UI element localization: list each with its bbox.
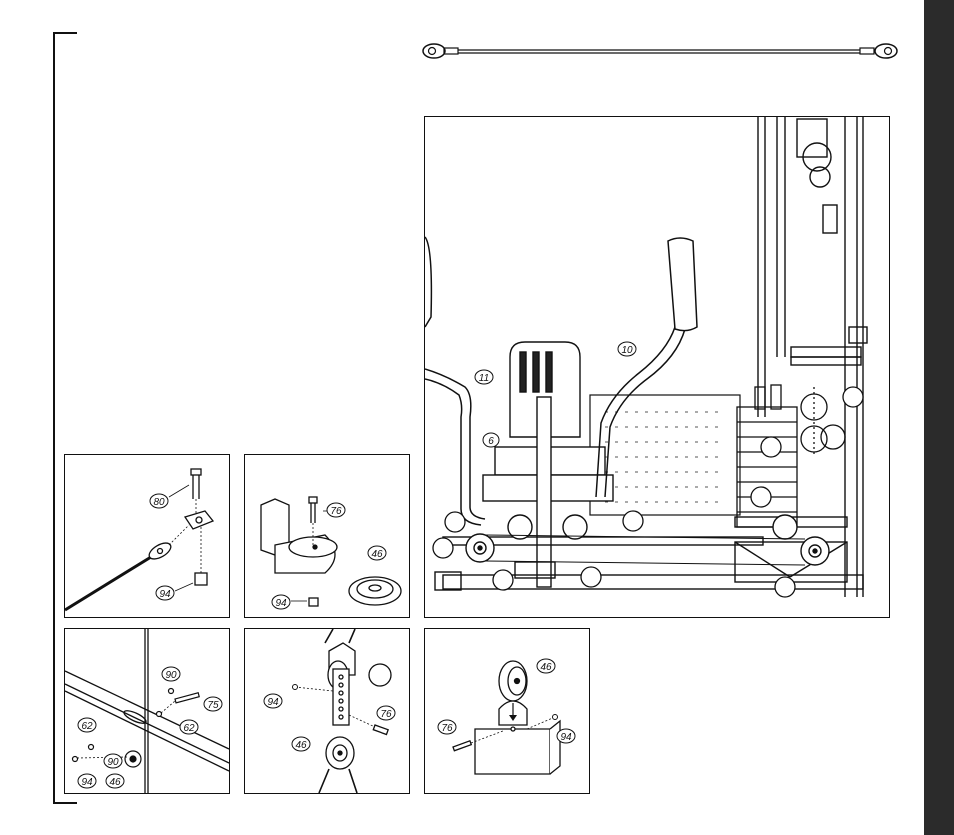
cable-illustration bbox=[422, 43, 898, 59]
callout-94: 94 bbox=[155, 585, 175, 601]
callout-94: 94 bbox=[263, 693, 283, 709]
detail-panel-3: 90 75 62 62 90 94 46 bbox=[64, 628, 230, 794]
svg-text:46: 46 bbox=[540, 662, 552, 673]
detail-panel-1: 80 94 bbox=[64, 454, 230, 618]
svg-text:62: 62 bbox=[183, 723, 195, 734]
callout-80: 80 bbox=[149, 493, 169, 509]
callout-94: 94 bbox=[556, 728, 576, 744]
svg-text:10: 10 bbox=[621, 345, 633, 356]
svg-text:6: 6 bbox=[488, 436, 494, 447]
svg-text:94: 94 bbox=[81, 777, 93, 788]
cable-eyelet-right bbox=[859, 43, 898, 59]
callout-11: 11 bbox=[474, 369, 494, 385]
svg-text:62: 62 bbox=[81, 721, 93, 732]
callout-94: 94 bbox=[77, 773, 97, 789]
main-machine-diagram: 10 11 6 bbox=[424, 116, 890, 618]
callout-46: 46 bbox=[536, 658, 556, 674]
svg-text:46: 46 bbox=[295, 740, 307, 751]
svg-text:46: 46 bbox=[109, 777, 121, 788]
callout-10: 10 bbox=[617, 341, 637, 357]
detail-panel-4: 94 76 46 bbox=[244, 628, 410, 794]
svg-text:90: 90 bbox=[165, 670, 177, 681]
detail-panel-5: 46 76 94 bbox=[424, 628, 590, 794]
svg-text:80: 80 bbox=[153, 497, 165, 508]
callout-90-top: 90 bbox=[161, 666, 181, 682]
callout-76: 76 bbox=[376, 705, 396, 721]
svg-text:94: 94 bbox=[159, 589, 171, 600]
callout-90-bottom: 90 bbox=[103, 753, 123, 769]
svg-text:94: 94 bbox=[275, 598, 287, 609]
page-edge-tab bbox=[924, 0, 954, 835]
svg-text:94: 94 bbox=[560, 732, 572, 743]
callout-46: 46 bbox=[367, 545, 387, 561]
callout-94: 94 bbox=[271, 594, 291, 610]
detail-panel-2: 76 46 94 bbox=[244, 454, 410, 618]
page-bracket bbox=[53, 32, 77, 804]
callout-62-right: 62 bbox=[179, 719, 199, 735]
callout-6: 6 bbox=[482, 432, 500, 448]
cable-eyelet-left bbox=[422, 43, 459, 59]
callout-76: 76 bbox=[437, 719, 457, 735]
svg-text:94: 94 bbox=[267, 697, 279, 708]
svg-text:76: 76 bbox=[330, 506, 342, 517]
svg-text:90: 90 bbox=[107, 757, 119, 768]
callout-76: 76 bbox=[326, 502, 346, 518]
svg-text:75: 75 bbox=[207, 700, 219, 711]
blank-callouts bbox=[432, 386, 864, 598]
callout-75: 75 bbox=[203, 696, 223, 712]
svg-text:11: 11 bbox=[479, 373, 489, 384]
svg-text:76: 76 bbox=[441, 723, 453, 734]
backplate-pattern bbox=[605, 411, 725, 503]
callout-46: 46 bbox=[105, 773, 125, 789]
svg-text:76: 76 bbox=[380, 709, 392, 720]
callout-62-left: 62 bbox=[77, 717, 97, 733]
callout-46: 46 bbox=[291, 736, 311, 752]
svg-text:46: 46 bbox=[371, 549, 383, 560]
